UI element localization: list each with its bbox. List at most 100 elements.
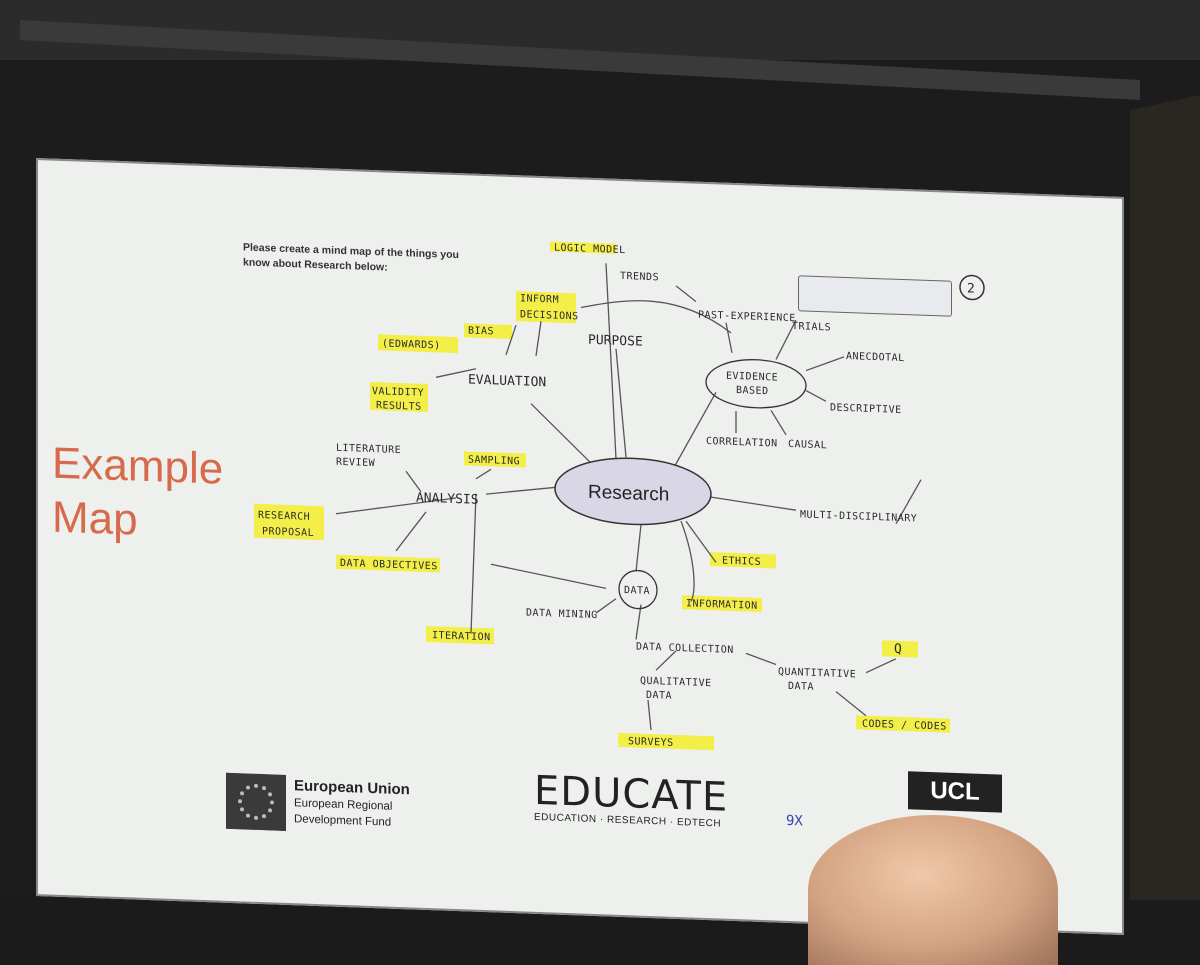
edge-quantitative	[745, 652, 777, 666]
node-analysis: ANALYSIS	[416, 491, 479, 508]
edge-q	[865, 658, 897, 674]
node-data-collection: DATA COLLECTION	[636, 641, 734, 655]
center-node	[554, 457, 712, 526]
highlight-q	[882, 640, 918, 658]
node-iteration: ITERATION	[432, 630, 491, 643]
corner-number-circle	[959, 274, 985, 301]
edge-bias	[505, 324, 517, 356]
edge-multi	[710, 496, 797, 511]
edge-multi-tick	[895, 479, 922, 525]
edge-trends	[675, 285, 697, 303]
node-anecdotal: ANECDOTAL	[846, 351, 905, 364]
corner-number: 2	[967, 281, 975, 296]
node-causal: CAUSAL	[788, 439, 827, 451]
educate-logo: EDUCATE EDUCATION · RESEARCH · EDTECH	[534, 768, 728, 830]
handwritten-scribble: 9X	[786, 812, 803, 830]
evidence-based-ellipse	[705, 359, 807, 409]
node-lit-review-2: REVIEW	[336, 457, 376, 469]
node-sampling: SAMPLING	[468, 454, 520, 467]
edge-analysis	[485, 486, 562, 495]
projector-screen: Example Map Please create a mind map of …	[36, 158, 1124, 935]
node-data-mining: DATA MINING	[526, 608, 598, 622]
edge-validity	[435, 368, 477, 378]
edge-codes	[835, 691, 867, 717]
node-bias: BIAS	[468, 325, 494, 337]
edge-data-objectives	[490, 563, 607, 590]
node-validity-2: RESULTS	[376, 400, 422, 413]
node-inform-1: INFORM	[520, 293, 559, 305]
edge-trials	[775, 319, 797, 360]
edge-evidence	[670, 392, 717, 474]
node-quantitative-2: DATA	[788, 681, 814, 693]
highlight-research-proposal	[254, 503, 324, 541]
node-past-experience: PAST-EXPERIENCE	[698, 310, 796, 324]
highlight-inform-decisions	[516, 291, 576, 324]
node-q: Q	[894, 642, 902, 657]
node-evidence-1: EVIDENCE	[726, 371, 778, 384]
edge-iteration	[470, 493, 477, 634]
highlight-logic-model	[550, 241, 616, 254]
node-surveys: SURVEYS	[628, 736, 674, 749]
highlight-information	[682, 595, 762, 612]
highlight-validity	[370, 381, 428, 413]
edge-past-exp	[725, 322, 733, 354]
edge-surveys	[647, 699, 652, 731]
node-information: INFORMATION	[686, 598, 758, 612]
node-inform-2: DECISIONS	[520, 309, 579, 322]
highlight-ethics	[710, 552, 776, 569]
node-purpose: PURPOSE	[588, 333, 643, 350]
edge-purpose	[615, 348, 627, 458]
center-node-label: Research	[588, 482, 669, 506]
screen-top-bar	[20, 20, 1140, 100]
edge-information	[680, 520, 695, 602]
edge-sampling	[475, 468, 492, 480]
node-quantitative-1: QUANTITATIVE	[778, 667, 856, 681]
edge-ethics	[685, 520, 717, 563]
node-data-objectives: DATA OBJECTIVES	[340, 558, 438, 572]
highlight-data-objectives	[336, 554, 440, 573]
eu-flag-icon	[226, 772, 286, 831]
highlight-codes	[856, 715, 950, 733]
node-proposal-2: PROPOSAL	[262, 526, 314, 539]
edge-logic-model	[605, 263, 617, 459]
edge-inform	[535, 320, 542, 357]
ucl-logo: UCL	[908, 771, 1002, 813]
edge-anecdotal	[805, 356, 845, 372]
node-qualitative-2: DATA	[646, 690, 672, 702]
edge-data	[635, 524, 642, 572]
data-circle	[618, 569, 658, 610]
node-trials: TRIALS	[792, 321, 831, 333]
node-data: DATA	[624, 585, 650, 597]
node-multi: MULTI-DISCIPLINARY	[800, 509, 917, 524]
node-ethics: ETHICS	[722, 556, 761, 568]
mind-map-edges	[335, 263, 922, 731]
node-codes: CODES / CODES	[862, 719, 947, 733]
node-correlation: CORRELATION	[706, 436, 778, 450]
edge-objectives	[395, 511, 427, 552]
edge-causal	[770, 409, 787, 436]
highlights	[254, 241, 950, 751]
node-descriptive: DESCRIPTIVE	[830, 402, 902, 416]
node-lit-review-1: LITERATURE	[336, 443, 401, 456]
edge-proposal	[335, 497, 457, 515]
mind-map: 2	[254, 241, 985, 751]
mind-map-labels: LOGIC MODEL TRENDS PAST-EXPERIENCE TRIAL…	[258, 243, 947, 749]
audience-head	[808, 815, 1058, 965]
node-evidence-2: BASED	[736, 385, 769, 397]
node-logic-model: LOGIC MODEL	[554, 243, 626, 257]
edge-evaluation	[530, 403, 597, 469]
node-qualitative-1: QUALITATIVE	[640, 676, 712, 690]
edge-data-mining	[595, 598, 617, 614]
edge-purpose-arrow	[580, 300, 732, 334]
highlight-sampling	[464, 451, 526, 468]
node-evaluation: EVALUATION	[468, 372, 546, 390]
highlight-bias	[464, 323, 512, 340]
node-proposal-1: RESEARCH	[258, 510, 310, 523]
edge-descriptive	[805, 389, 827, 402]
edge-data-collection	[635, 604, 642, 640]
edge-lit-review	[405, 470, 422, 493]
highlight-edwards	[378, 334, 458, 354]
edge-qualitative	[655, 650, 677, 671]
node-trends: TRENDS	[620, 271, 659, 283]
node-edwards: (EDWARDS)	[382, 338, 441, 351]
